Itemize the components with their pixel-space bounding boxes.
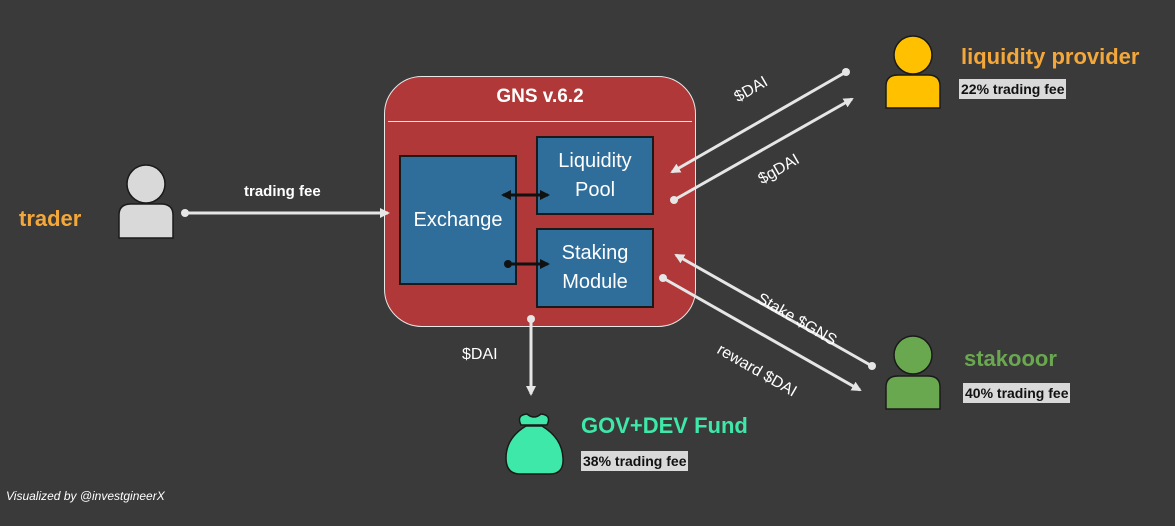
money-bag-icon xyxy=(505,413,564,475)
stakooor-name: stakooor xyxy=(964,346,1057,371)
trader-name: trader xyxy=(19,206,82,231)
liquidity-pool-label-line1: Liquidity xyxy=(558,149,632,172)
gns-title: GNS v.6.2 xyxy=(496,86,584,107)
credit-text: Visualized by @investgineerX xyxy=(6,489,165,503)
staking-module-label-line2: Module xyxy=(562,271,628,293)
exchange-label: Exchange xyxy=(413,208,503,231)
gns-divider xyxy=(388,121,692,122)
liquidity-pool-label-line2: Pool xyxy=(574,178,616,201)
trading-fee-flow-label: trading fee xyxy=(244,183,321,200)
fund-dai-flow-label: $DAI xyxy=(462,346,498,363)
liquidity-provider-name: liquidity provider xyxy=(961,44,1140,69)
stakooor-fee-badge: 40% trading fee xyxy=(963,383,1071,403)
liquidity-provider-person-icon xyxy=(885,35,941,109)
liquidity-pool-module: Liquidity Pool xyxy=(536,136,654,215)
exchange-module: Exchange xyxy=(399,155,517,285)
staking-module: Staking Module xyxy=(536,228,654,308)
trader-person-icon xyxy=(118,164,174,239)
fund-fee-badge: 38% trading fee xyxy=(581,451,689,471)
staking-module-label-line1: Staking xyxy=(561,242,629,264)
liquidity-provider-fee-badge: 22% trading fee xyxy=(959,79,1067,99)
fund-name: GOV+DEV Fund xyxy=(581,413,748,438)
stakooor-person-icon xyxy=(885,335,941,410)
